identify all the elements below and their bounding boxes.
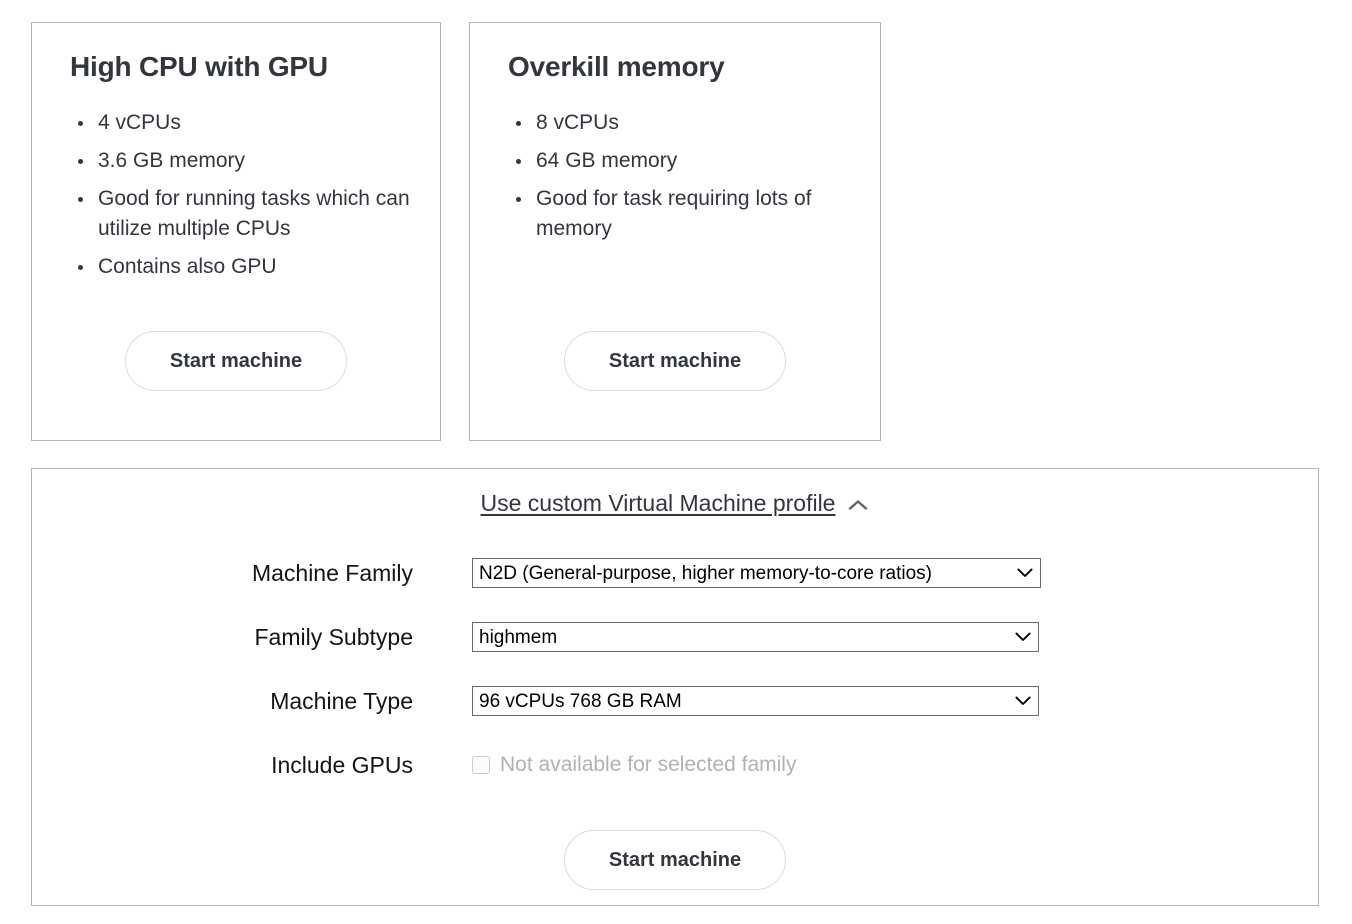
start-machine-button-custom[interactable]: Start machine [563,830,787,890]
machine-family-select[interactable]: N2D (General-purpose, higher memory-to-c… [472,558,1041,588]
form-row-machine-family: Machine Family N2D (General-purpose, hig… [32,541,1318,605]
include-gpus-control: Not available for selected family [472,753,1318,777]
list-item: Good for running tasks which can utilize… [78,184,418,244]
machine-presets-row: High CPU with GPU 4 vCPUs 3.6 GB memory … [31,22,881,441]
panel-header: Use custom Virtual Machine profile [32,469,1318,517]
start-machine-button[interactable]: Start machine [124,331,348,391]
machine-type-control: 96 vCPUs 768 GB RAM [472,686,1318,716]
include-gpus-checkbox-line: Not available for selected family [472,753,1318,777]
preset-card-high-cpu-with-gpu: High CPU with GPU 4 vCPUs 3.6 GB memory … [31,22,441,441]
card-action-area: Start machine [52,331,420,440]
card-title: High CPU with GPU [70,51,328,82]
list-item: 3.6 GB memory [78,146,418,176]
family-subtype-label: Family Subtype [254,623,413,650]
chevron-up-icon [847,498,869,512]
form-row-machine-type: Machine Type 96 vCPUs 768 GB RAM [32,669,1318,733]
preset-card-overkill-memory: Overkill memory 8 vCPUs 64 GB memory Goo… [469,22,881,441]
use-custom-profile-toggle[interactable]: Use custom Virtual Machine profile [481,490,870,517]
custom-profile-form: Machine Family N2D (General-purpose, hig… [32,541,1318,797]
include-gpus-unavailable-text: Not available for selected family [500,753,797,776]
list-item: Good for task requiring lots of memory [516,184,856,244]
use-custom-profile-label: Use custom Virtual Machine profile [480,490,836,516]
card-title: Overkill memory [508,51,725,82]
card-spec-list: 8 vCPUs 64 GB memory Good for task requi… [490,108,860,252]
start-machine-button[interactable]: Start machine [563,331,787,391]
machine-family-label: Machine Family [251,559,413,586]
custom-vm-profile-panel: Use custom Virtual Machine profile Machi… [31,468,1319,906]
family-subtype-control: highmem [472,622,1318,652]
family-subtype-select[interactable]: highmem [472,622,1039,652]
form-row-include-gpus: Include GPUs Not available for selected … [32,733,1318,797]
card-action-area: Start machine [490,331,860,440]
list-item: 4 vCPUs [78,108,418,138]
include-gpus-checkbox [472,756,490,774]
card-spec-list: 4 vCPUs 3.6 GB memory Good for running t… [52,108,420,290]
form-row-family-subtype: Family Subtype highmem [32,605,1318,669]
panel-action-area: Start machine [32,830,1318,890]
list-item: 8 vCPUs [516,108,856,138]
machine-type-label: Machine Type [270,687,413,714]
list-item: 64 GB memory [516,146,856,176]
list-item: Contains also GPU [78,252,418,282]
include-gpus-label: Include GPUs [271,751,413,778]
machine-type-select[interactable]: 96 vCPUs 768 GB RAM [472,686,1039,716]
machine-family-control: N2D (General-purpose, higher memory-to-c… [472,558,1318,588]
